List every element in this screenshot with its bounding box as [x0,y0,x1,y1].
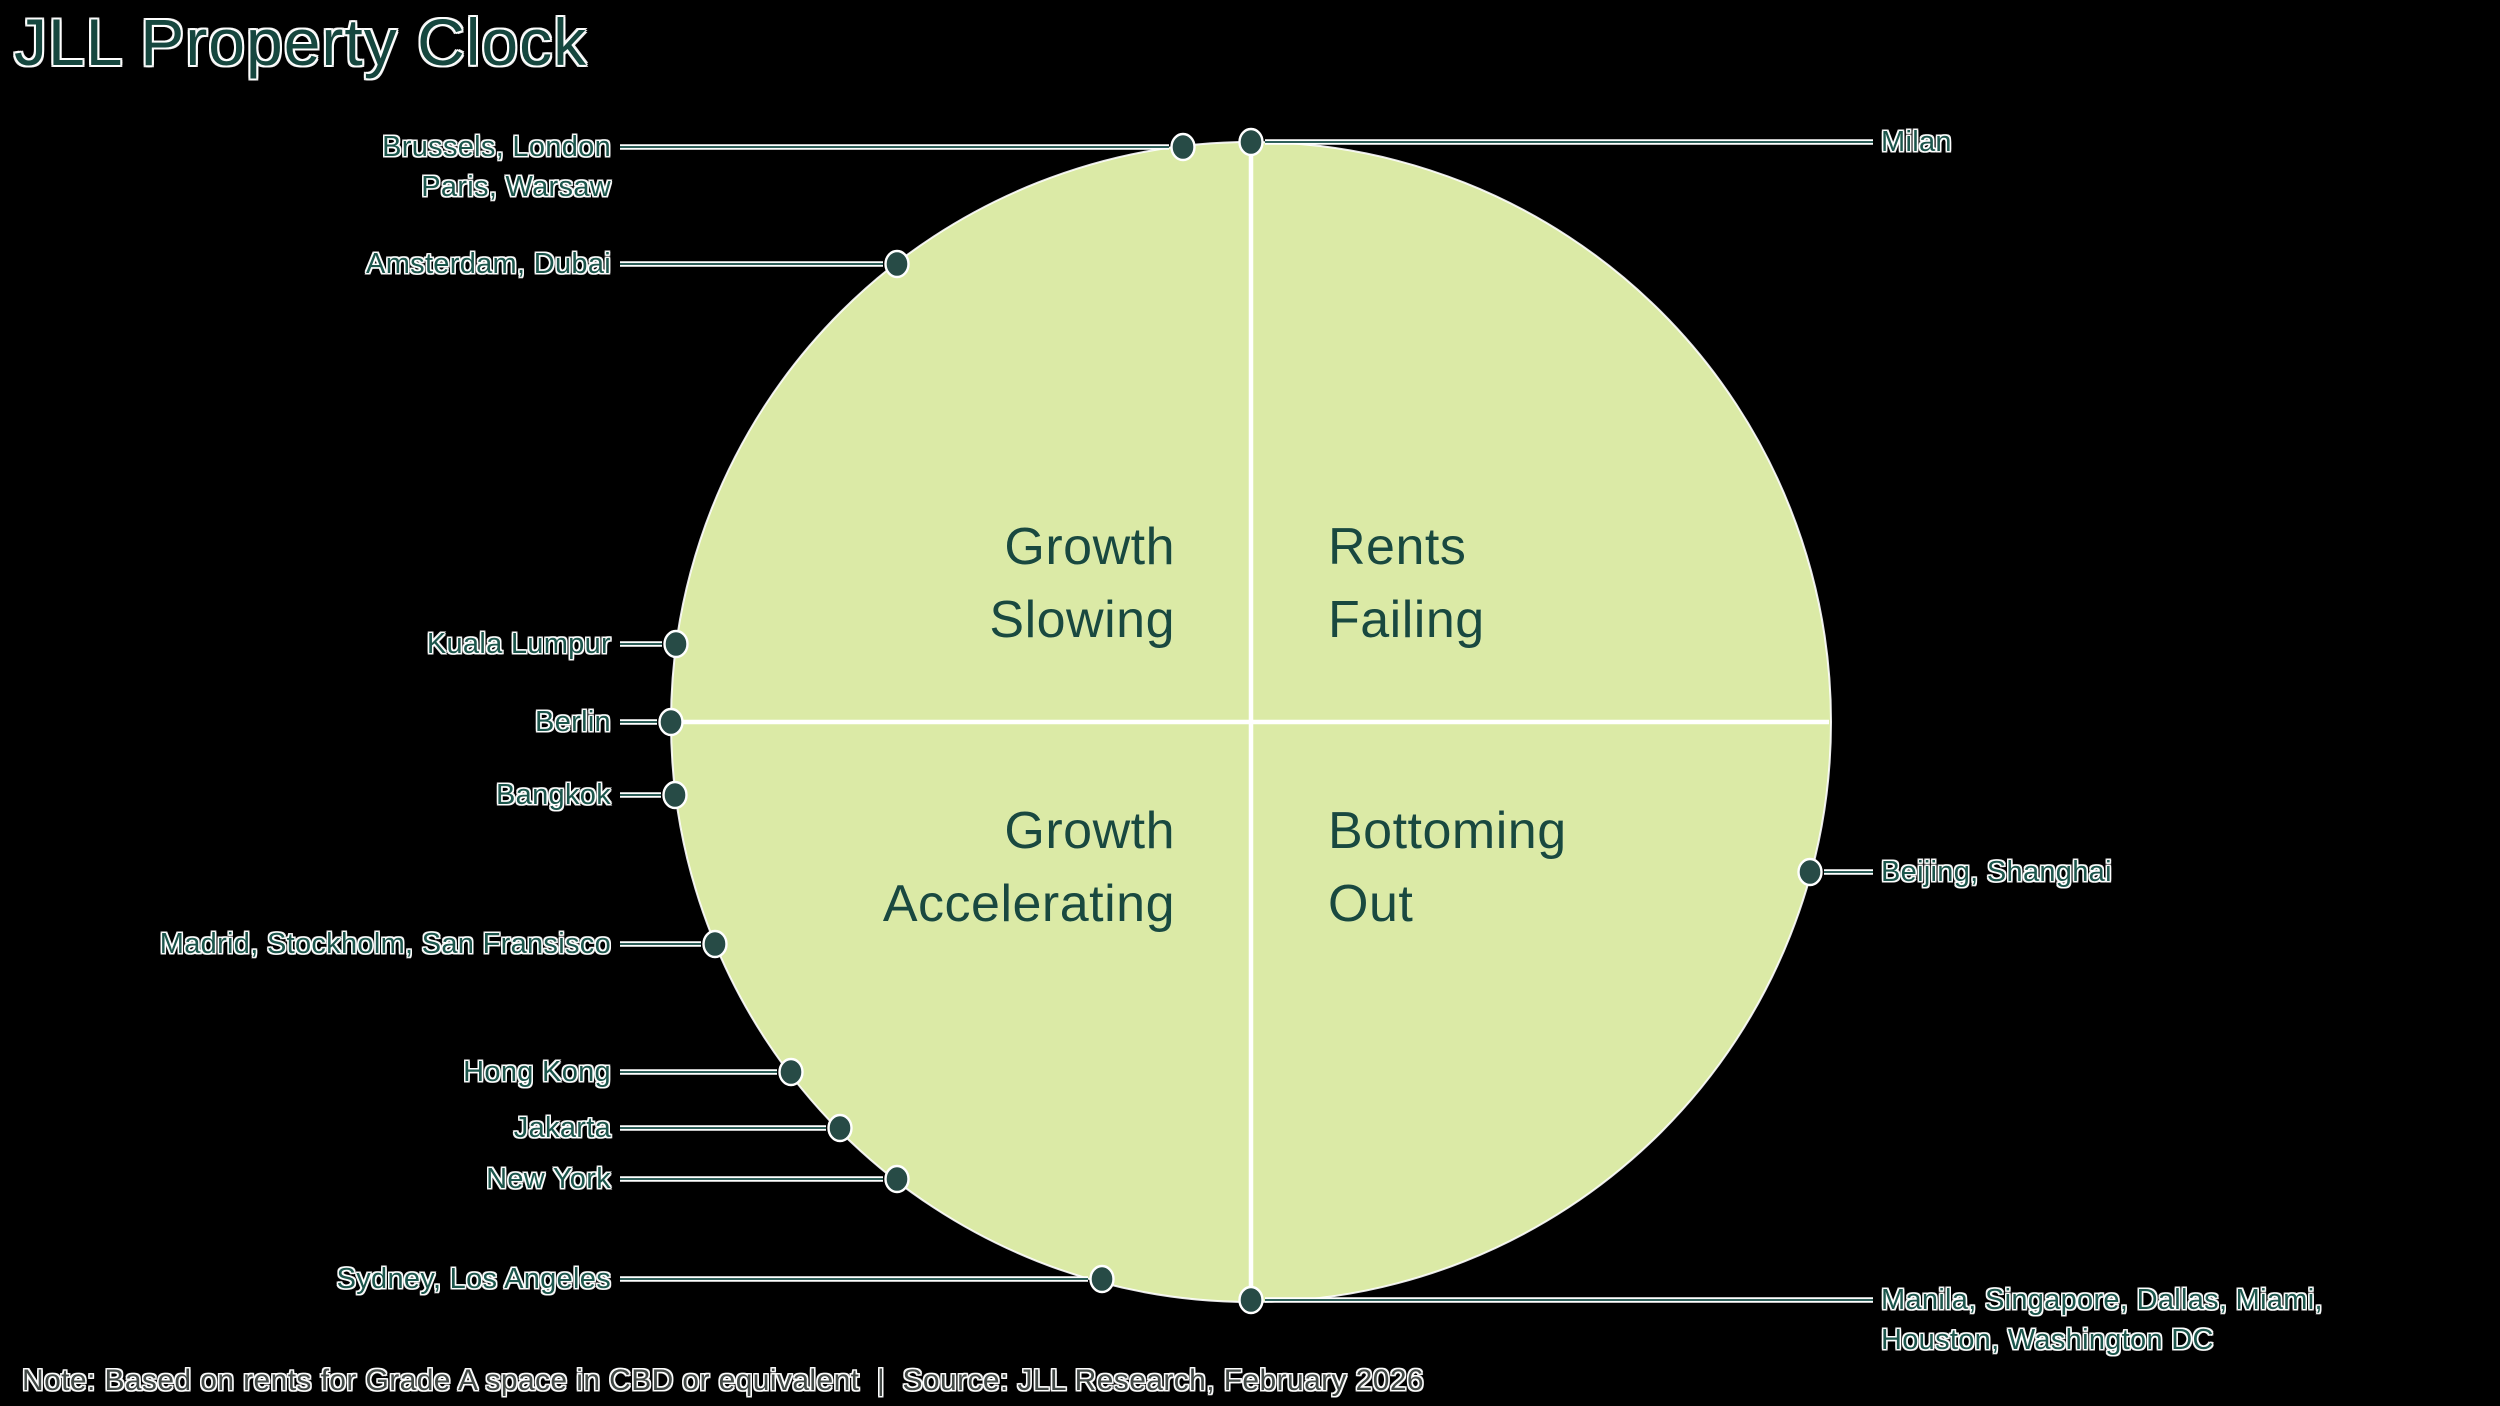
city-label-line: Brussels, London [382,131,611,163]
city-markers-layer [620,127,1873,1315]
city-marker-sydney-los-angeles [620,1264,1115,1294]
city-dot-berlin [658,707,684,737]
city-marker-jakarta [620,1113,853,1143]
city-label-line: Bangkok [496,779,611,811]
city-label-line: Beijing, Shanghai [1881,856,2112,888]
quadrant-label-line: Slowing [989,591,1175,649]
city-label-line: Milan [1881,126,1952,158]
quadrant-label-growth-accelerating: Growth Accelerating [883,795,1175,941]
city-label-line: Houston, Washington DC [1881,1324,2214,1356]
city-label-line: Madrid, Stockholm, San Fransisco [159,928,611,960]
city-dot-brussels-london-paris-warsaw [1170,132,1196,162]
city-marker-madrid-stockholm-san-fransisco [620,929,728,959]
city-label-line: Paris, Warsaw [421,171,611,203]
city-label-line: Amsterdam, Dubai [366,248,611,280]
city-dot-beijing-shanghai [1797,857,1823,887]
city-label-kuala-lumpur: Kuala Lumpur [427,624,611,664]
city-marker-bangkok [620,780,688,810]
quadrant-label-growth-slowing: Growth Slowing [989,511,1175,657]
city-label-line: Hong Kong [463,1056,611,1088]
city-marker-new-york [620,1164,910,1194]
quadrant-label-bottoming-out: Bottoming Out [1328,795,1567,941]
city-label-sydney-los-angeles: Sydney, Los Angeles [337,1259,611,1299]
city-marker-manila-singapore-dallas-miami-houston-washington-dc [1238,1285,1873,1315]
city-label-milan: Milan [1881,122,1952,162]
city-dot-milan [1238,127,1264,157]
city-marker-kuala-lumpur [620,629,689,659]
city-dot-kuala-lumpur [663,629,689,659]
city-marker-hong-kong [620,1057,804,1087]
city-label-amsterdam-dubai: Amsterdam, Dubai [366,244,611,284]
city-label-new-york: New York [486,1159,611,1199]
city-dot-madrid-stockholm-san-fransisco [702,929,728,959]
city-dot-hong-kong [778,1057,804,1087]
city-dot-manila-singapore-dallas-miami-houston-washington-dc [1238,1285,1264,1315]
city-marker-brussels-london-paris-warsaw [620,132,1196,162]
city-dot-amsterdam-dubai [884,249,910,279]
city-label-line: Jakarta [513,1112,611,1144]
city-marker-amsterdam-dubai [620,249,910,279]
city-label-bangkok: Bangkok [496,775,611,815]
city-marker-milan [1238,127,1873,157]
city-dot-sydney-los-angeles [1089,1264,1115,1294]
city-label-line: Sydney, Los Angeles [336,1263,611,1295]
quadrant-label-line: Bottoming [1328,802,1567,860]
city-label-hong-kong: Hong Kong [463,1052,611,1092]
city-label-berlin: Berlin [535,702,611,742]
city-label-manila-singapore-dallas-miami-houston-washington-dc: Manila, Singapore, Dallas, Miami, Houston… [1881,1280,2323,1360]
city-label-line: Manila, Singapore, Dallas, Miami, [1881,1284,2323,1316]
city-label-beijing-shanghai: Beijing, Shanghai [1881,852,2112,892]
city-label-jakarta: Jakarta [514,1108,611,1148]
quadrant-label-line: Out [1328,875,1414,933]
city-dot-jakarta [827,1113,853,1143]
city-label-line: Berlin [535,706,611,738]
quadrant-label-line: Growth [1004,518,1175,576]
city-dot-bangkok [662,780,688,810]
page-title: JLL Property Clock [14,5,588,79]
city-label-line: New York [486,1163,611,1195]
footnote: Note: Based on rents for Grade A space i… [22,1364,1425,1397]
city-marker-beijing-shanghai [1797,857,1873,887]
quadrant-label-line: Rents [1328,518,1467,576]
city-marker-berlin [620,707,684,737]
quadrant-label-rents-failing: Rents Failing [1328,511,1485,657]
city-label-line: Kuala Lumpur [426,628,611,660]
quadrant-label-line: Growth [1004,802,1175,860]
city-dot-new-york [884,1164,910,1194]
quadrant-label-line: Failing [1328,591,1485,649]
city-label-madrid-stockholm-san-fransisco: Madrid, Stockholm, San Fransisco [160,924,611,964]
quadrant-label-line: Accelerating [882,875,1175,933]
